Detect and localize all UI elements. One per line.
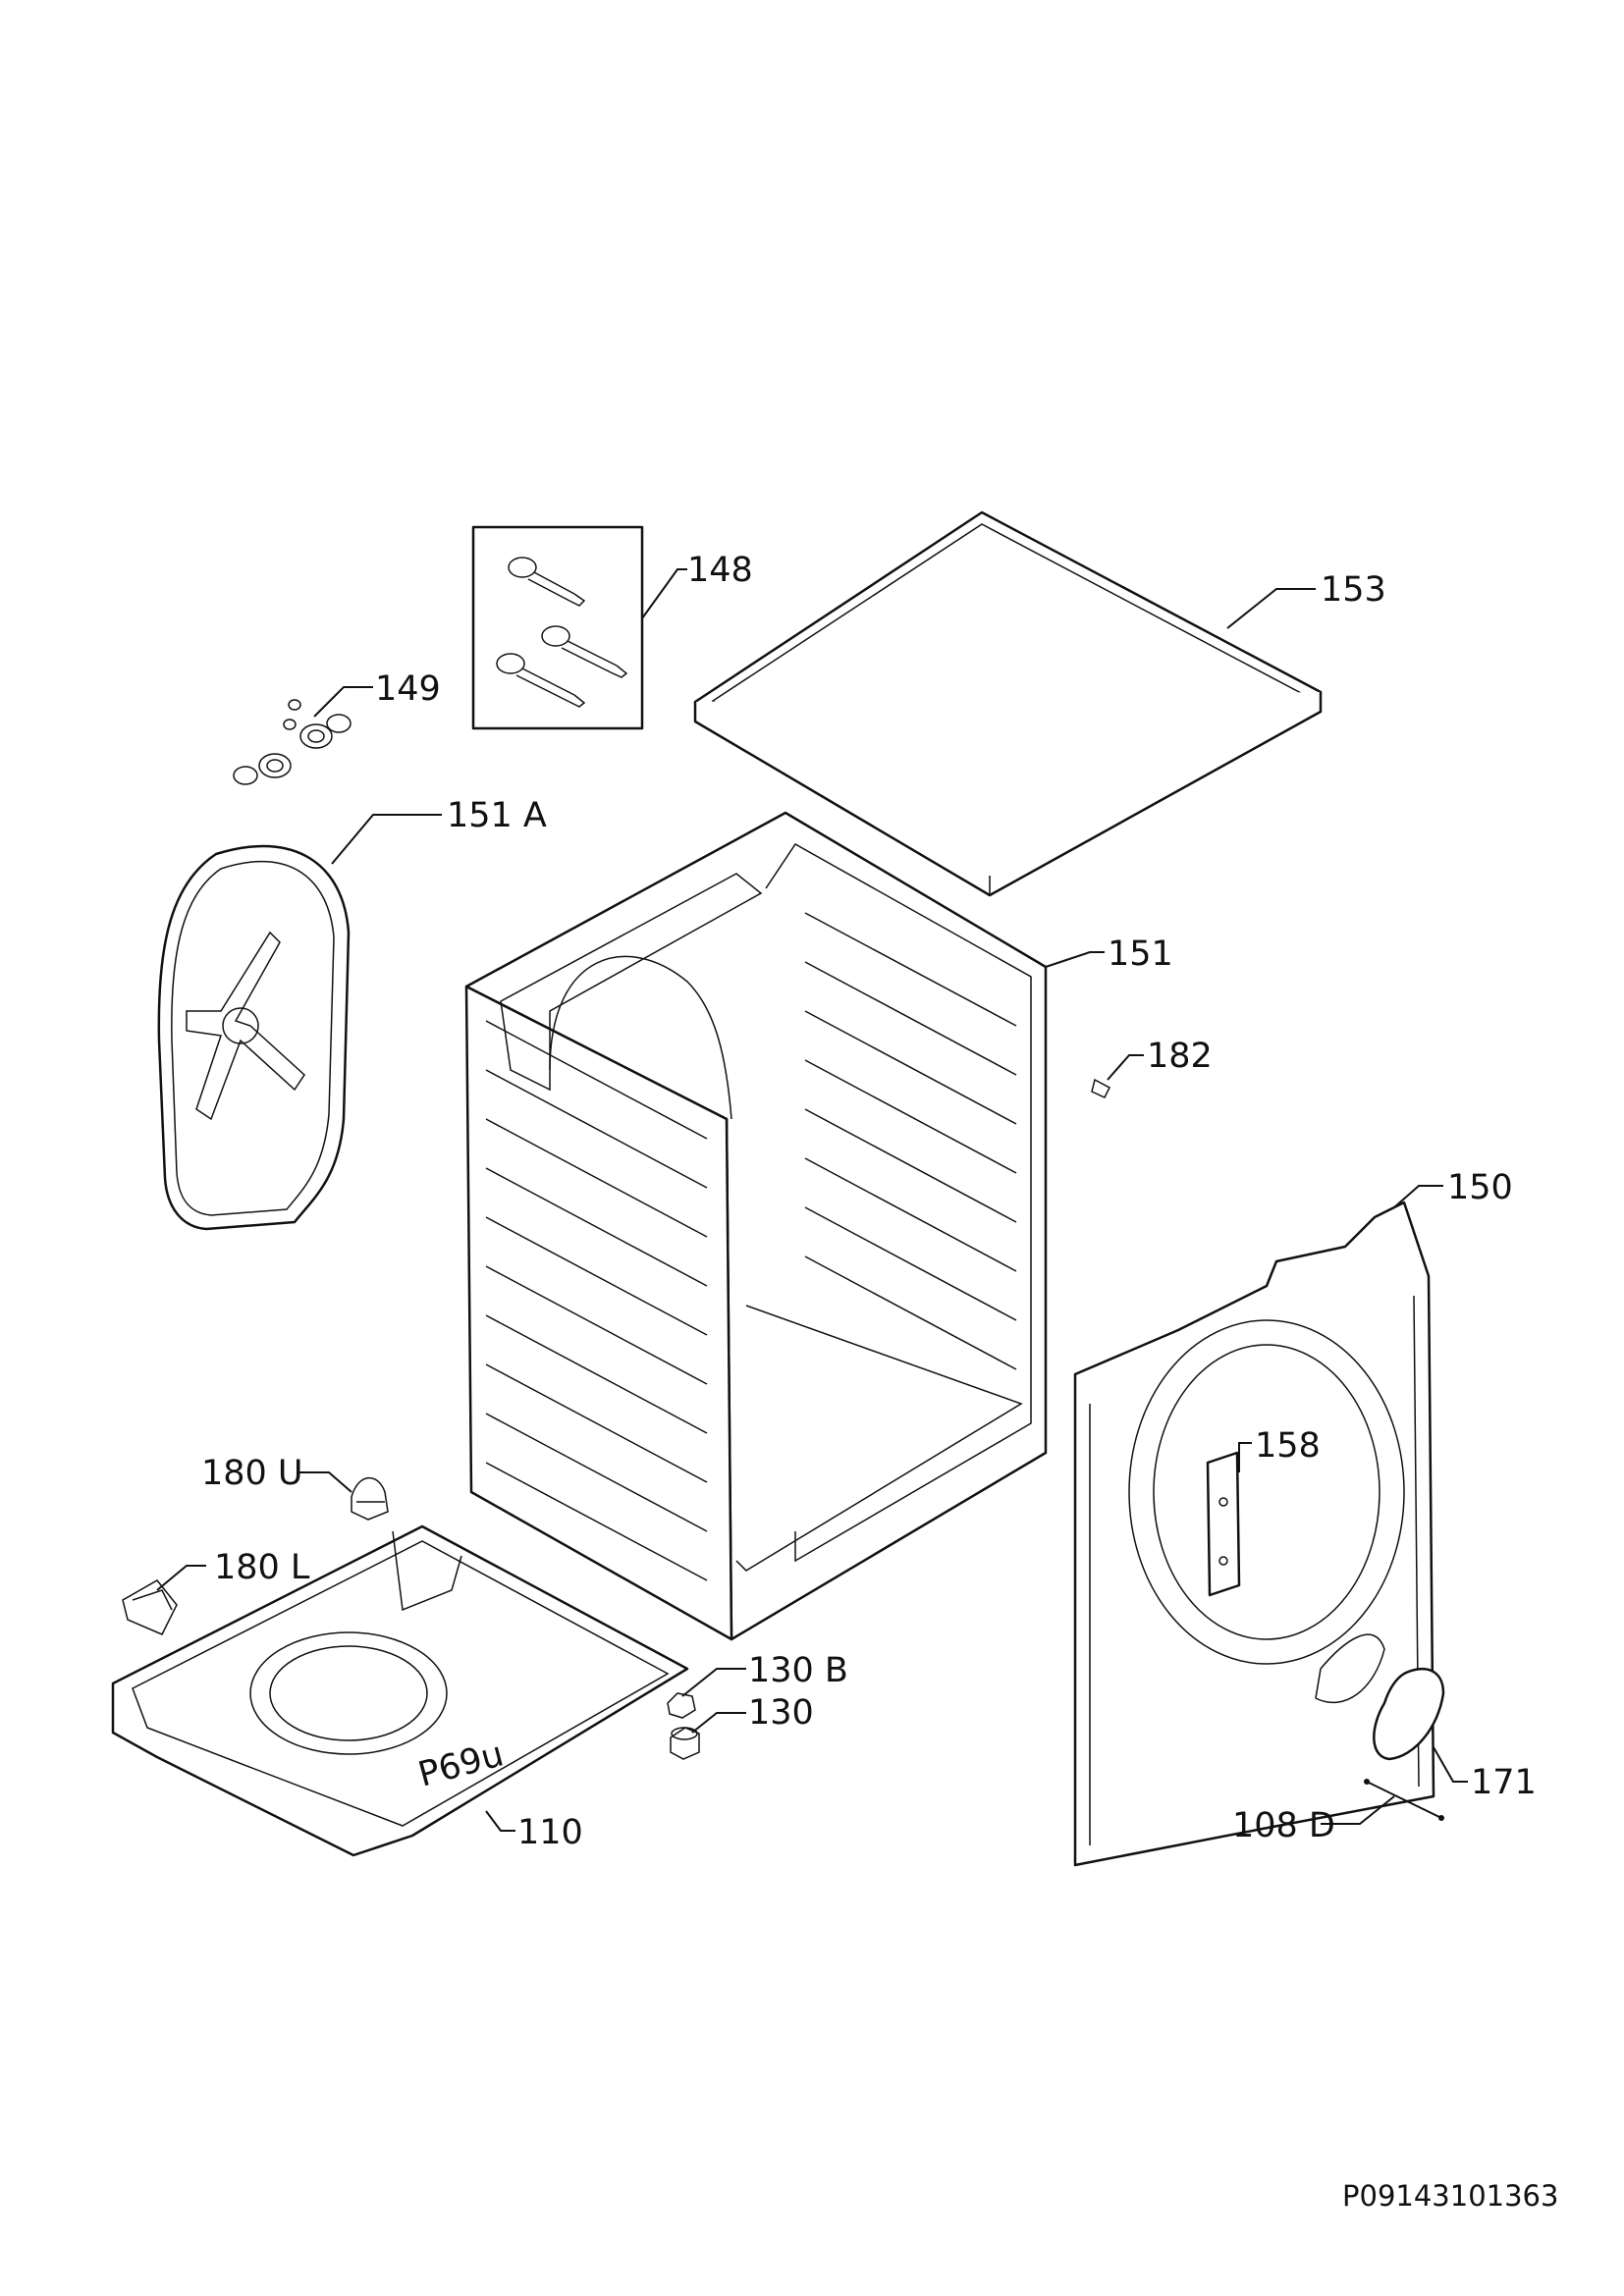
part-149-plugs	[233, 699, 352, 785]
label-150: 150	[1447, 1168, 1513, 1207]
part-130b-foot-nut	[667, 1692, 696, 1719]
part-180l-clip	[122, 1579, 178, 1635]
label-180l: 180 L	[214, 1548, 310, 1587]
label-110: 110	[517, 1813, 583, 1852]
part-158-hinge	[1206, 1451, 1241, 1597]
label-153: 153	[1321, 570, 1386, 610]
part-151-cabinet	[464, 811, 1048, 1641]
part-150-front-panel	[1073, 1201, 1435, 1867]
part-130-foot	[670, 1727, 700, 1760]
label-148: 148	[687, 551, 753, 590]
label-151: 151	[1108, 934, 1173, 974]
label-151a: 151 A	[447, 796, 547, 835]
label-130: 130	[748, 1693, 814, 1733]
diagram-reference-code: P09143101363	[1342, 2179, 1558, 2213]
part-108d-screws	[1364, 1779, 1444, 1821]
label-182: 182	[1147, 1037, 1213, 1076]
cabinet-side-ribs	[485, 912, 1017, 1581]
label-158: 158	[1255, 1426, 1321, 1466]
part-182-screw	[1091, 1078, 1110, 1098]
part-148-transport-bolts	[471, 525, 644, 730]
label-171: 171	[1471, 1763, 1537, 1802]
part-151a-back-panel	[157, 844, 351, 1231]
label-149: 149	[375, 669, 441, 709]
part-110-base: P69u	[111, 1524, 689, 1857]
label-180u: 180 U	[201, 1454, 303, 1493]
part-180u-clip	[351, 1476, 389, 1521]
label-130b: 130 B	[748, 1651, 848, 1690]
label-108d: 108 D	[1232, 1806, 1335, 1845]
part-153-top-cover	[693, 510, 1323, 897]
part-171-filter-door	[1373, 1667, 1445, 1761]
